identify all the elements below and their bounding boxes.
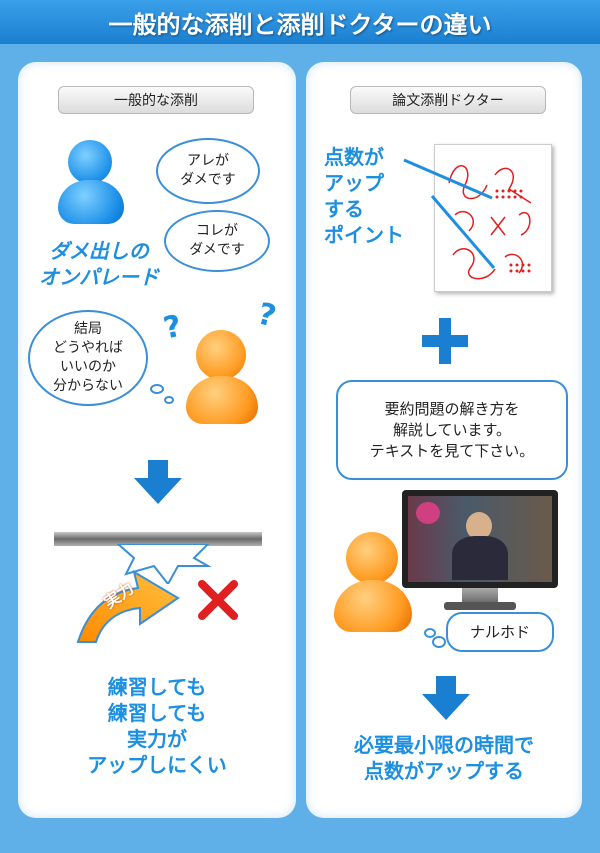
question-mark-icon: ? [160,308,185,347]
thought-bubble: 結局 どうやれば いいのか 分からない [28,310,148,406]
monitor-icon [402,490,558,588]
doctor-correction-panel: 論文添削ドクター 点数が アップ する ポイント 要約問題の解き方を 解説してい… [306,62,582,818]
lecture-speech-bubble: 要約問題の解き方を 解説しています。 テキストを見て下さい。 [336,380,568,480]
thought-dot [164,396,174,404]
thought-dot [432,636,446,648]
point-text: 点数が アップ する ポイント [324,145,404,247]
plus-icon [422,318,468,364]
red-x-icon [198,580,238,620]
page-title: 一般的な添削と添削ドクターの違い [0,0,600,44]
speech-bubble-kore: コレが ダメです [164,210,270,272]
general-correction-panel: 一般的な添削 アレが ダメです コレが ダメです ダメ出しの オンパレード 結局… [18,62,296,818]
impact-burst-icon [116,544,212,584]
ceiling-bar [54,532,262,546]
question-mark-icon: ? [254,296,280,335]
thought-dot [150,384,164,394]
parade-text: ダメ出しの オンパレード [39,239,159,289]
doctor-correction-label: 論文添削ドクター [350,86,546,114]
monitor-base [444,602,516,610]
general-correction-label: 一般的な添削 [58,86,254,114]
monitor-stand [462,588,498,604]
general-result-text: 練習しても 練習しても 実力が アップしにくい [87,675,227,777]
pointer-lines [403,158,496,269]
reaction-bubble: ナルホド [446,612,554,652]
doctor-result-text: 必要最小限の時間で 点数がアップする [354,733,534,783]
thought-dot [424,628,436,638]
down-arrow-icon [134,460,182,504]
speech-bubble-are: アレが ダメです [156,138,260,204]
down-arrow-icon [422,676,470,720]
skill-arrow-icon [76,569,180,643]
video-screen [408,496,552,582]
